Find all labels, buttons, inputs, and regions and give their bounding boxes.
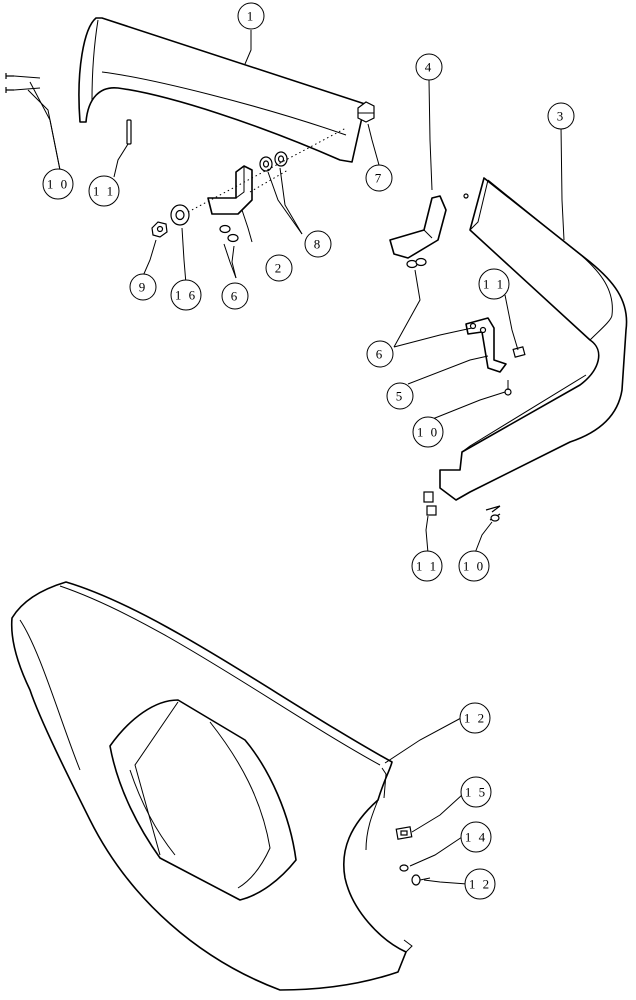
callout-1: 1: [237, 2, 265, 30]
svg-text:4: 4: [425, 60, 434, 75]
svg-text:1 1: 1 1: [93, 184, 115, 199]
svg-text:1 4: 1 4: [465, 830, 487, 845]
callout-9: 9: [129, 273, 157, 301]
clip-part-11-right: [512, 346, 526, 358]
fender-panel-part-1: [78, 17, 366, 163]
svg-text:1 0: 1 0: [463, 559, 485, 574]
bracket-part-2: [207, 165, 253, 215]
callout-6-left: 6: [221, 282, 249, 310]
callout-5: 5: [386, 382, 414, 410]
svg-text:9: 9: [139, 280, 148, 295]
callout-10-lower: 1 0: [458, 550, 490, 582]
callout-4: 4: [415, 53, 443, 81]
svg-text:3: 3: [557, 109, 566, 124]
nuts-part-6-left: [219, 224, 239, 243]
bumper-part-3: [439, 177, 628, 501]
callout-10-middle-right: 1 0: [412, 416, 444, 448]
bracket-part-4: [389, 195, 447, 259]
rod-part-11-left: [126, 119, 132, 145]
svg-text:1 2: 1 2: [464, 711, 486, 726]
callout-16: 1 6: [170, 279, 202, 311]
leader-lines: [27, 30, 565, 885]
callout-11-left: 1 1: [88, 175, 120, 207]
washers-part-8: [259, 151, 288, 172]
callout-8: 8: [304, 230, 332, 258]
screws-part-10-lower: [485, 505, 501, 522]
callout-14: 1 4: [460, 821, 492, 853]
callout-6-right: 6: [366, 340, 394, 368]
svg-text:5: 5: [396, 389, 405, 404]
svg-text:1 2: 1 2: [469, 877, 491, 892]
callout-12-screw: 1 2: [464, 868, 496, 900]
callout-15: 1 5: [460, 776, 492, 808]
svg-text:1 1: 1 1: [416, 559, 438, 574]
svg-text:1 0: 1 0: [417, 425, 439, 440]
screw-part-12: [411, 874, 431, 886]
svg-text:1 6: 1 6: [175, 288, 197, 303]
svg-text:1 5: 1 5: [465, 785, 487, 800]
clip-part-15: [395, 826, 413, 840]
plug-part-7: [357, 101, 375, 123]
screw-part-10-middle: [504, 380, 512, 396]
lower-panel-part-12: [10, 581, 413, 991]
nut-part-9: [151, 221, 168, 238]
nuts-part-6-right: [406, 257, 427, 269]
callout-2: 2: [265, 254, 293, 282]
washer-part-16: [170, 204, 190, 226]
svg-text:8: 8: [314, 237, 323, 252]
svg-text:6: 6: [376, 347, 385, 362]
callout-10-upper-left: 1 0: [42, 168, 74, 200]
svg-text:7: 7: [375, 171, 384, 186]
callout-11-lower: 1 1: [411, 550, 443, 582]
callout-7: 7: [365, 164, 393, 192]
callout-3: 3: [547, 102, 575, 130]
bracket-part-5: [465, 317, 507, 373]
svg-text:1 0: 1 0: [47, 177, 69, 192]
washer-part-14: [399, 864, 409, 872]
svg-text:1 1: 1 1: [483, 277, 505, 292]
svg-text:1: 1: [247, 9, 256, 24]
svg-text:2: 2: [275, 261, 284, 276]
callout-11-right: 1 1: [478, 268, 510, 300]
screws-part-10-left: [5, 73, 41, 93]
callout-12-panel: 1 2: [459, 702, 491, 734]
clips-part-11-lower: [423, 491, 437, 516]
svg-text:6: 6: [231, 289, 240, 304]
